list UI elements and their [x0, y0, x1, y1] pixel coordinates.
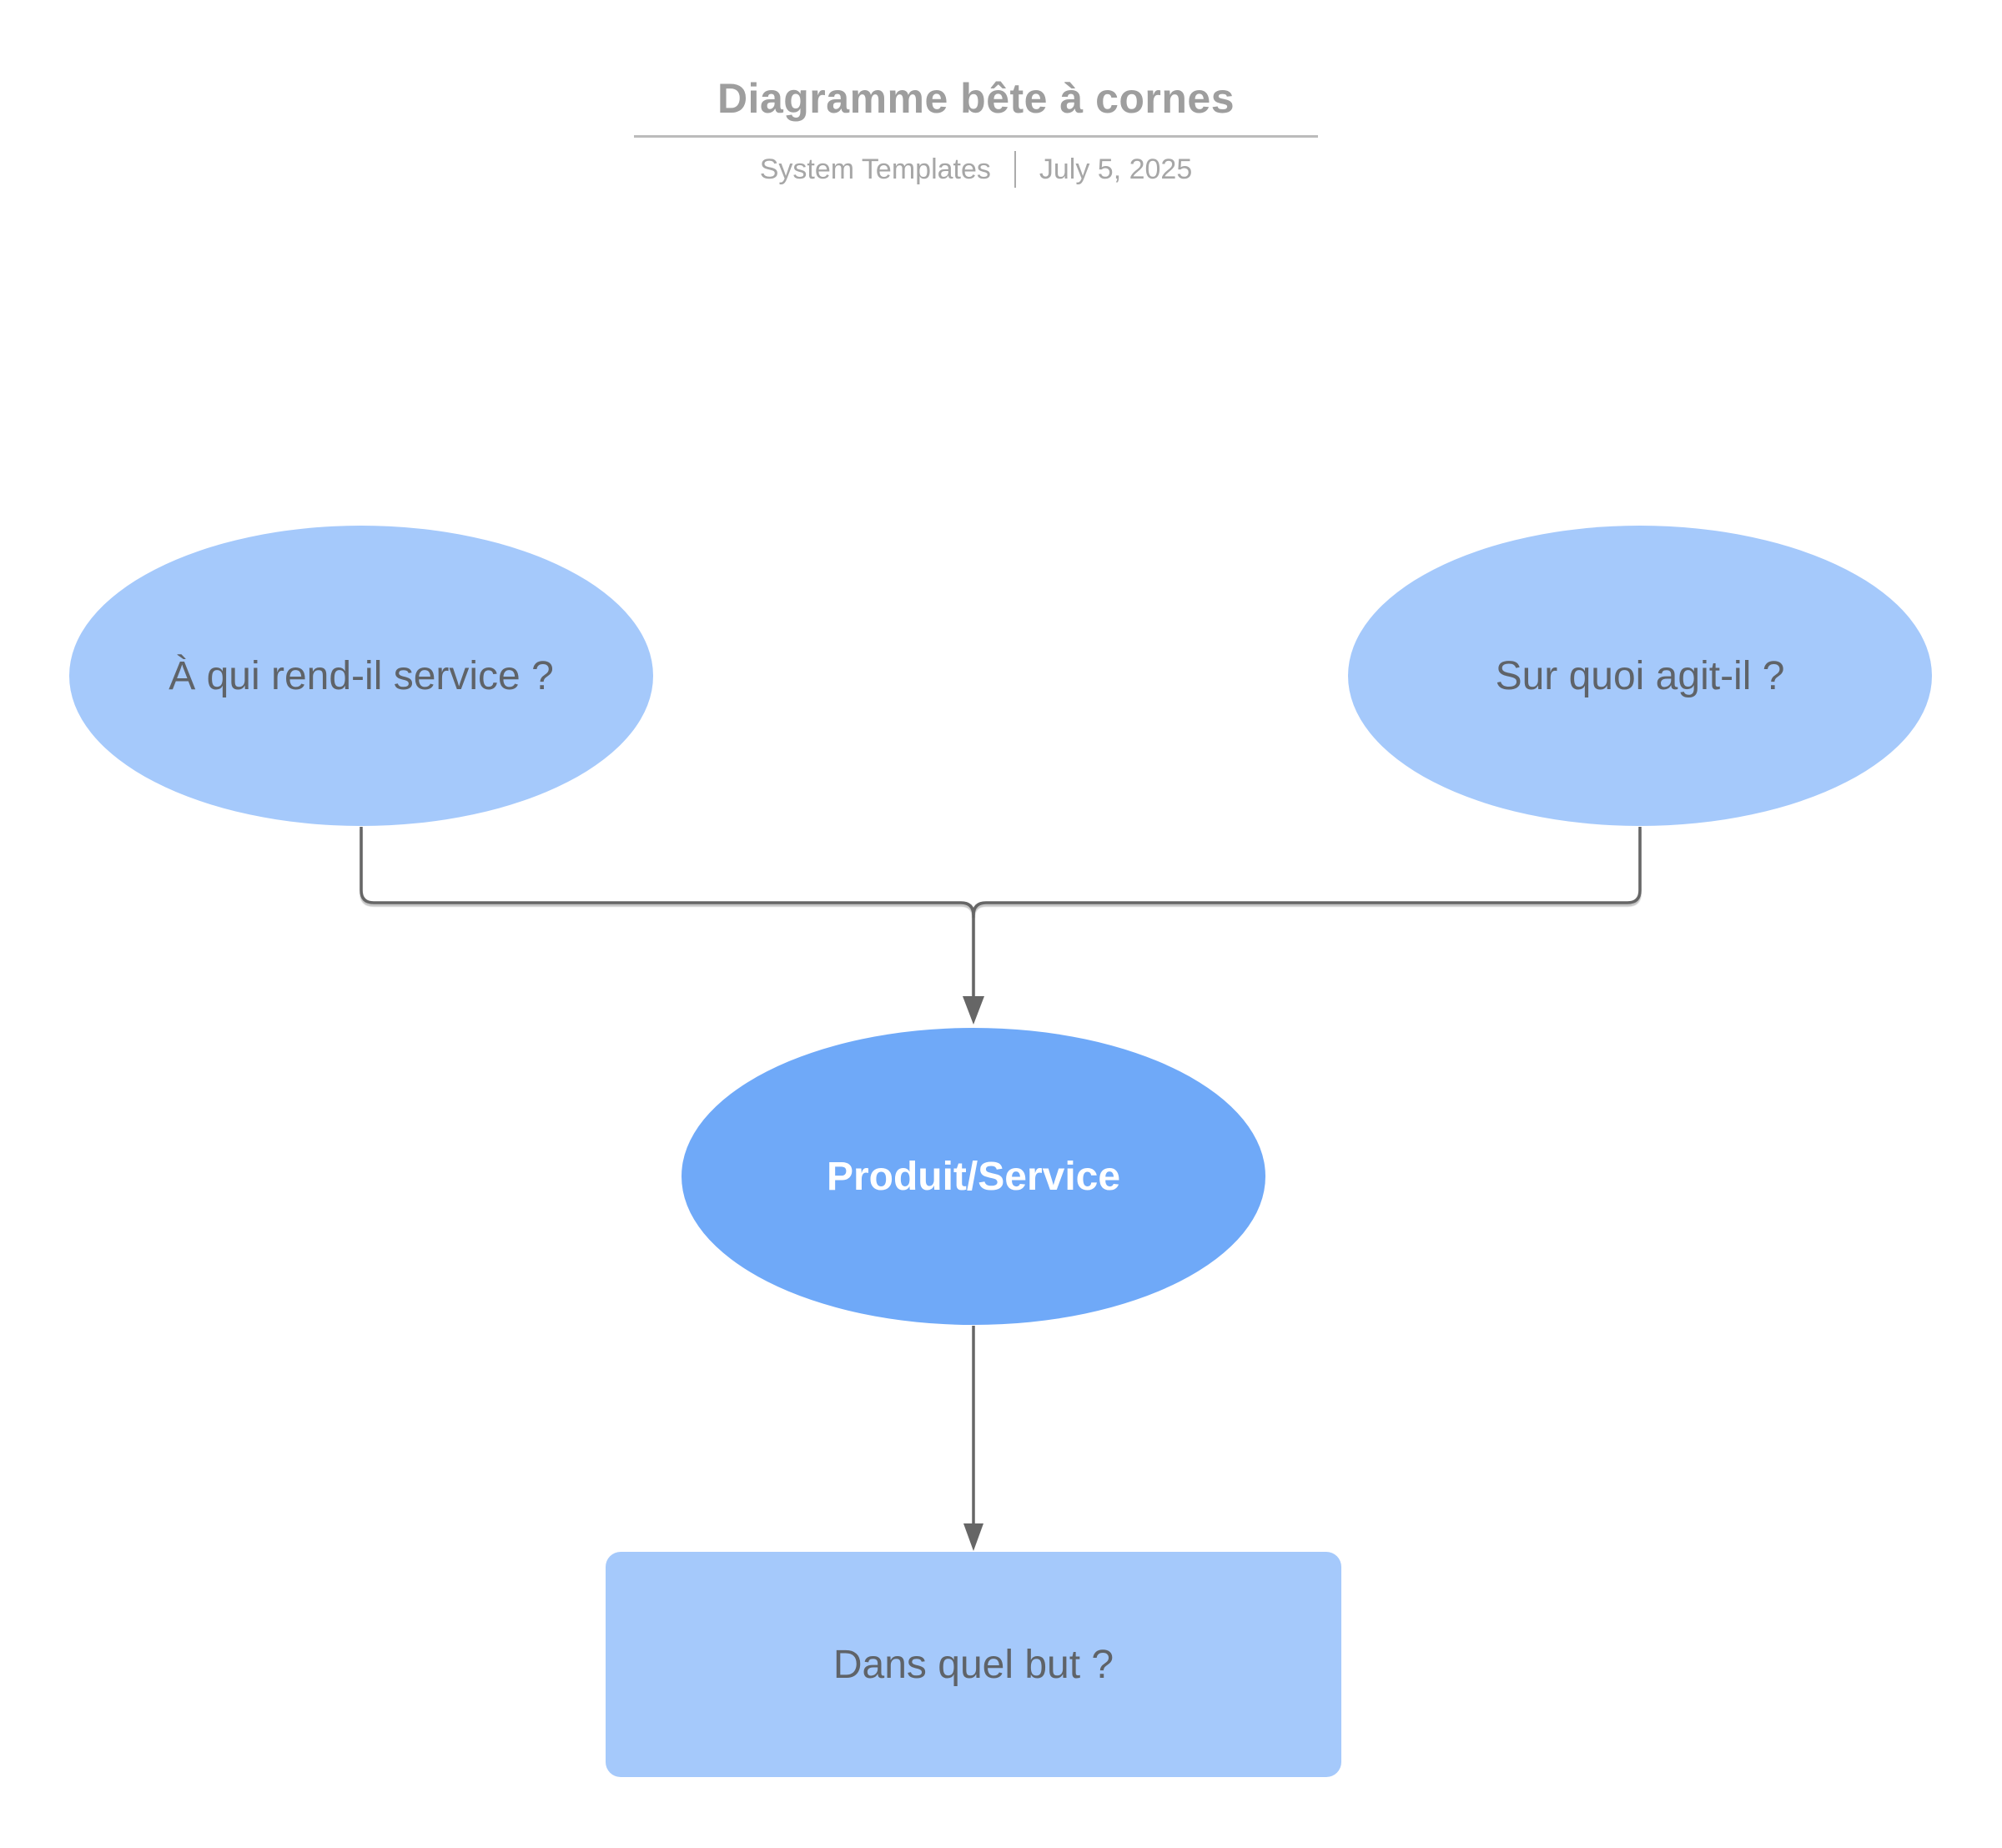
subtitle-source: System Templates [759, 153, 991, 185]
node-what-ellipse[interactable]: Sur quoi agit-il ? [1348, 526, 1932, 826]
node-who-label: À qui rend-il service ? [169, 653, 554, 698]
node-who-ellipse[interactable]: À qui rend-il service ? [69, 526, 653, 826]
subtitle-divider [1014, 151, 1016, 188]
node-what-label: Sur quoi agit-il ? [1495, 653, 1785, 698]
node-product-ellipse[interactable]: Produit/Service [682, 1028, 1265, 1325]
edge-who-to-product [360, 827, 975, 998]
header: Diagramme bête à cornes System Templates… [556, 0, 1396, 188]
node-goal-label: Dans quel but ? [832, 1642, 1114, 1687]
page-title: Diagramme bête à cornes [717, 75, 1235, 122]
node-product-label: Produit/Service [826, 1154, 1121, 1199]
arrowhead-into-product [963, 996, 984, 1025]
title-underline [634, 135, 1318, 138]
arrowhead-into-goal [963, 1523, 983, 1551]
subtitle: System Templates July 5, 2025 [556, 151, 1396, 188]
edge-what-to-product [972, 827, 1642, 916]
subtitle-date: July 5, 2025 [1039, 153, 1193, 185]
node-goal-rect[interactable]: Dans quel but ? [606, 1552, 1341, 1777]
